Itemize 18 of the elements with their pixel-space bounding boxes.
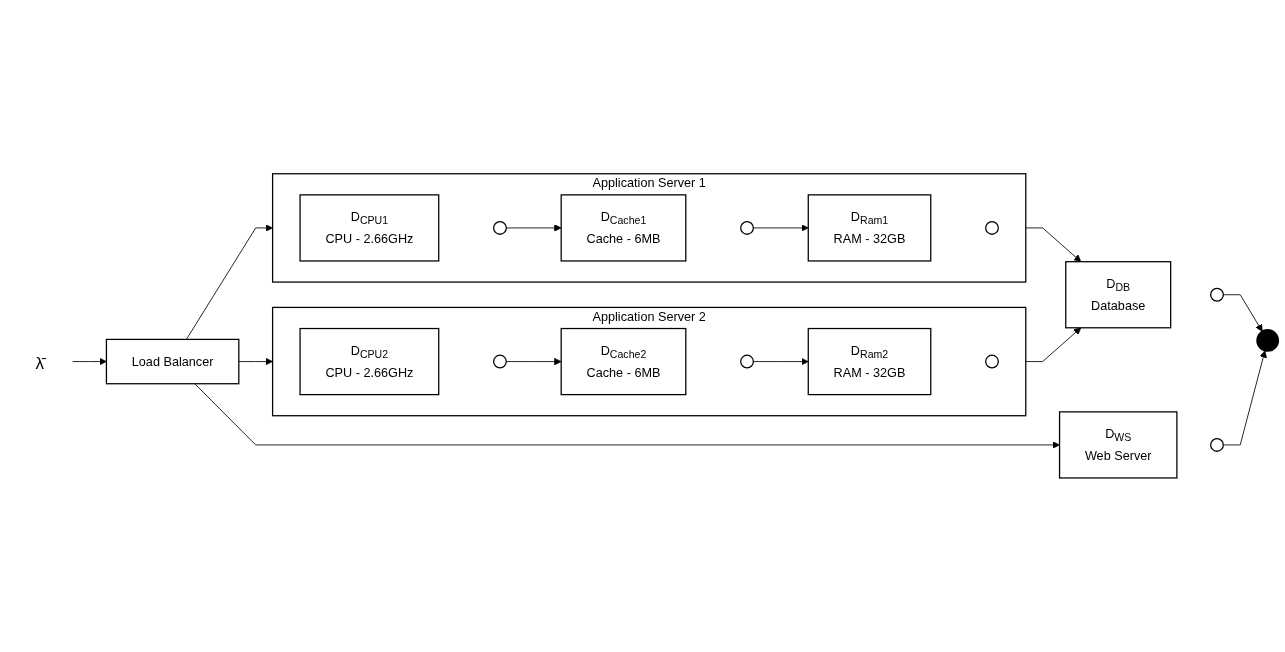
node-circle (740, 221, 754, 236)
node-box: D$_{Cache1}$ Cache - 6MB (560, 194, 687, 262)
node-box: D$_{Ram1}$ RAM - 32GB (807, 194, 932, 262)
node-box: D$_{WS}$ Web Server (1058, 411, 1178, 479)
node-box: D$_{Ram2}$ RAM - 32GB (807, 328, 932, 396)
node-circle (985, 221, 999, 236)
node-box: D$_{DB}$ Database (1065, 261, 1172, 329)
node-circle (493, 354, 507, 369)
node-circle (1210, 287, 1224, 302)
node-circle (493, 221, 507, 236)
node-circle (740, 354, 754, 369)
node-box: D$_{CPU1}$ CPU - 2.66GHz (299, 194, 440, 262)
node-box: D$_{Cache2}$ Cache - 6MB (560, 328, 687, 396)
node-circle (1210, 438, 1224, 453)
node-circle (1256, 329, 1280, 352)
node-box: D$_{CPU2}$ CPU - 2.66GHz (299, 328, 440, 396)
node-circle (985, 354, 999, 369)
node-box: Load Balancer (105, 338, 240, 385)
